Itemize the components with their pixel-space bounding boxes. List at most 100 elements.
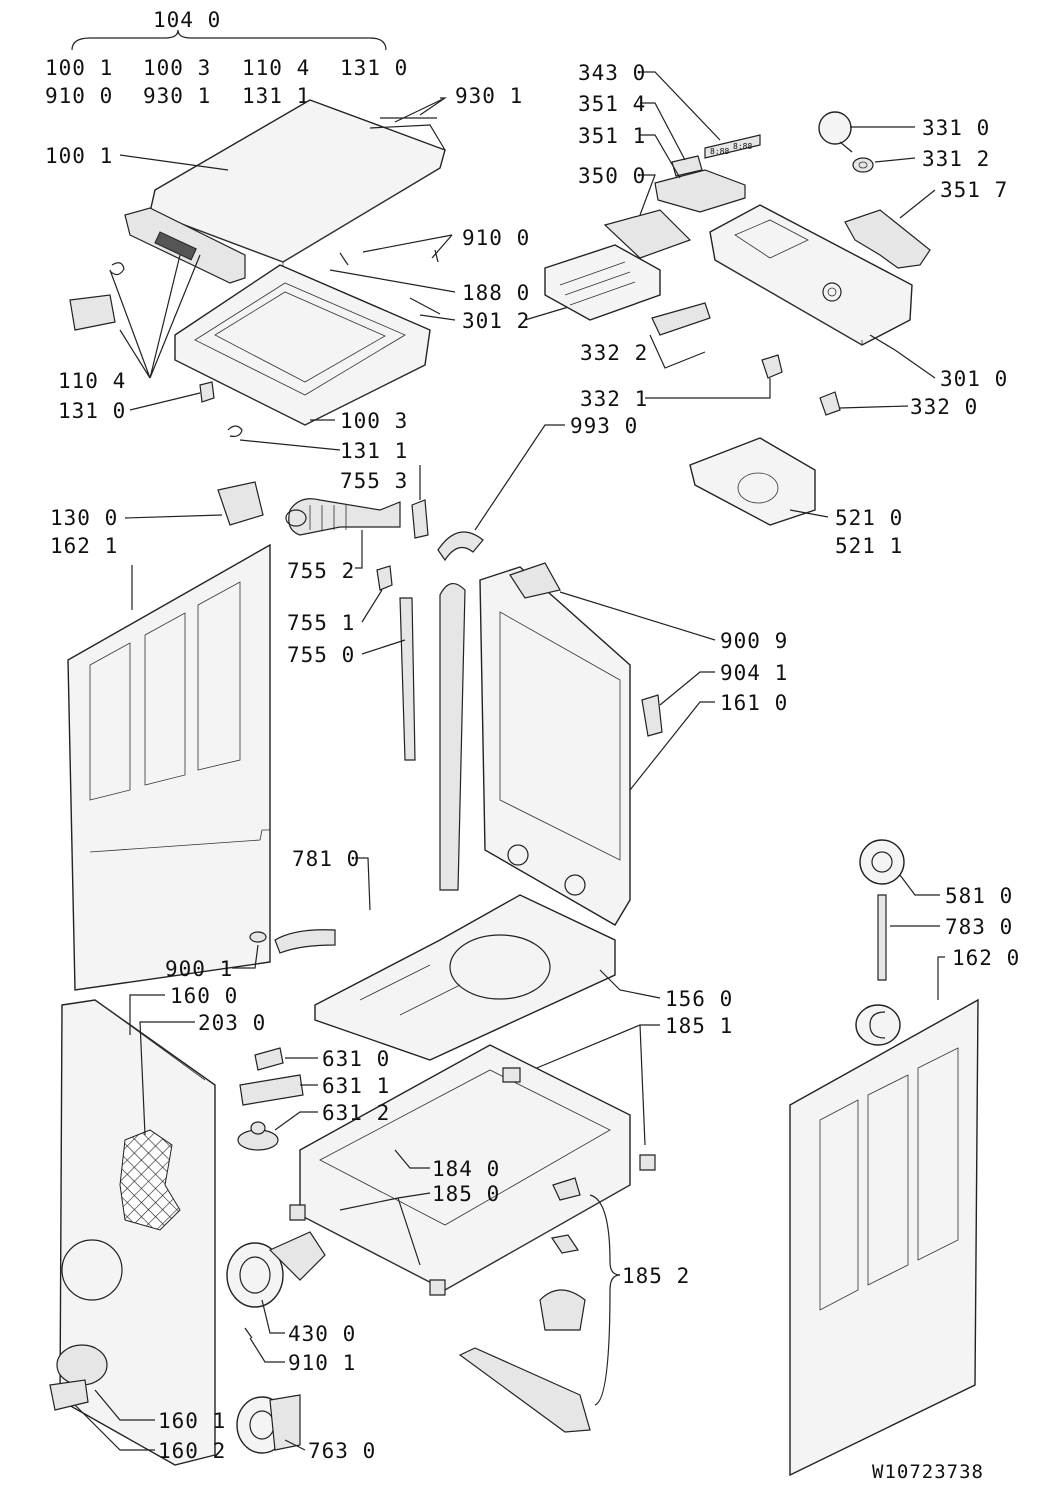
label-184-0: 184 0	[432, 1157, 500, 1181]
part-panel-301-0	[709, 204, 913, 346]
leaders-rear	[559, 591, 716, 791]
label-755-0: 755 0	[287, 643, 355, 667]
label-343-0: 343 0	[578, 61, 646, 85]
part-131-0	[199, 381, 215, 403]
label-755-3: 755 3	[340, 469, 408, 493]
drawing-code: W10723738	[872, 1461, 984, 1483]
label-631-0: 631 0	[322, 1047, 390, 1071]
part-foot-185-1b	[639, 1154, 656, 1171]
part-hose-755-2	[285, 498, 401, 536]
part-185-2a	[552, 1177, 581, 1201]
leaders-front	[74, 994, 195, 1451]
part-knob-331-0	[818, 111, 853, 153]
part-pin-188-0	[409, 297, 441, 315]
part-185-2d	[458, 1347, 591, 1433]
label-131-0: 131 0	[58, 399, 126, 423]
display-digits-2: 8:88	[733, 142, 752, 151]
part-900-1	[249, 931, 267, 943]
label-910-0-group: 910 0	[45, 84, 113, 108]
group-104-0: 104 0 100 1 100 3 110 4 131 0 910 0 930 …	[45, 8, 407, 108]
leaders-right-top	[474, 71, 936, 531]
label-156-0: 156 0	[665, 987, 733, 1011]
part-lid-handle-110-4	[124, 207, 246, 284]
label-993-0: 993 0	[570, 414, 638, 438]
part-bearing	[855, 1004, 901, 1046]
label-100-3: 100 3	[340, 409, 408, 433]
part-spring-110-4	[109, 262, 125, 276]
label-161-0: 161 0	[720, 691, 788, 715]
label-331-0: 331 0	[922, 116, 990, 140]
part-filter-763-0	[236, 1394, 301, 1454]
label-350-0: 350 0	[578, 164, 646, 188]
label-910-0: 910 0	[462, 226, 530, 250]
part-904-1	[641, 694, 663, 737]
part-351-4	[671, 155, 703, 177]
part-foot-185-1a	[502, 1067, 521, 1083]
label-100-1-group: 100 1	[45, 56, 113, 80]
label-521-1: 521 1	[835, 534, 903, 558]
label-185-1: 185 1	[665, 1014, 733, 1038]
label-100-1: 100 1	[45, 144, 113, 168]
part-351-1	[654, 169, 746, 213]
label-930-1: 930 1	[455, 84, 523, 108]
label-160-2: 160 2	[158, 1439, 226, 1463]
label-900-9: 900 9	[720, 629, 788, 653]
part-631-2	[237, 1121, 279, 1151]
part-bracket-351-7	[844, 209, 931, 269]
part-screw-910-0	[339, 252, 349, 266]
part-foot-185-0b	[429, 1279, 446, 1296]
part-ring-331-2	[852, 157, 874, 173]
part-332-0	[819, 391, 841, 416]
leaders-631	[274, 1057, 318, 1131]
part-185-2c	[539, 1289, 586, 1331]
part-screw-910-0b	[434, 249, 439, 263]
part-side-panel-162-0	[789, 998, 979, 1477]
leaders-right-low	[890, 874, 945, 1000]
label-332-0: 332 0	[910, 395, 978, 419]
label-631-1: 631 1	[322, 1074, 390, 1098]
label-351-1: 351 1	[578, 124, 646, 148]
label-755-2: 755 2	[287, 559, 355, 583]
part-shaft-783-0	[877, 894, 887, 981]
label-332-1: 332 1	[580, 387, 648, 411]
label-130-0: 130 0	[50, 506, 118, 530]
label-521-0: 521 0	[835, 506, 903, 530]
label-160-0: 160 0	[170, 984, 238, 1008]
part-hose-781-0	[274, 929, 336, 954]
leader-185-2	[589, 1194, 621, 1406]
leaders-base	[232, 857, 661, 1146]
label-110-4-group: 110 4	[242, 56, 310, 80]
label-755-1: 755 1	[287, 611, 355, 635]
part-130-0	[217, 481, 264, 526]
label-351-7: 351 7	[940, 178, 1008, 202]
leaders-left-mid	[124, 465, 421, 655]
part-board-350-0	[603, 209, 692, 259]
part-drain-hose	[439, 583, 466, 891]
part-rear-panel-161-0	[479, 566, 631, 926]
part-display-343-0: 8:88 8:88	[704, 134, 761, 159]
label-131-1: 131 1	[340, 439, 408, 463]
label-332-2: 332 2	[580, 341, 648, 365]
label-430-0: 430 0	[288, 1322, 356, 1346]
label-131-1-group: 131 1	[242, 84, 310, 108]
label-301-0: 301 0	[940, 367, 1008, 391]
label-930-1-group: 930 1	[143, 84, 211, 108]
label-631-2: 631 2	[322, 1101, 390, 1125]
label-301-2: 301 2	[462, 309, 530, 333]
part-foot-185-0a	[289, 1204, 306, 1221]
part-185-2b	[550, 1234, 580, 1254]
part-labels: 930 1 100 1 910 0 188 0 301 2 110 4 131 …	[45, 61, 1020, 1483]
part-631-1	[239, 1074, 304, 1106]
label-781-0: 781 0	[292, 847, 360, 871]
label-162-0: 162 0	[952, 946, 1020, 970]
label-351-4: 351 4	[578, 92, 646, 116]
label-783-0: 783 0	[945, 915, 1013, 939]
part-side-panel-162-1	[67, 543, 271, 991]
label-162-1: 162 1	[50, 534, 118, 558]
part-755-3	[411, 499, 429, 539]
part-tray-156-0	[314, 894, 616, 1061]
leader-763-0	[284, 1439, 306, 1451]
part-top-frame-100-3	[174, 264, 431, 426]
label-763-0: 763 0	[308, 1439, 376, 1463]
